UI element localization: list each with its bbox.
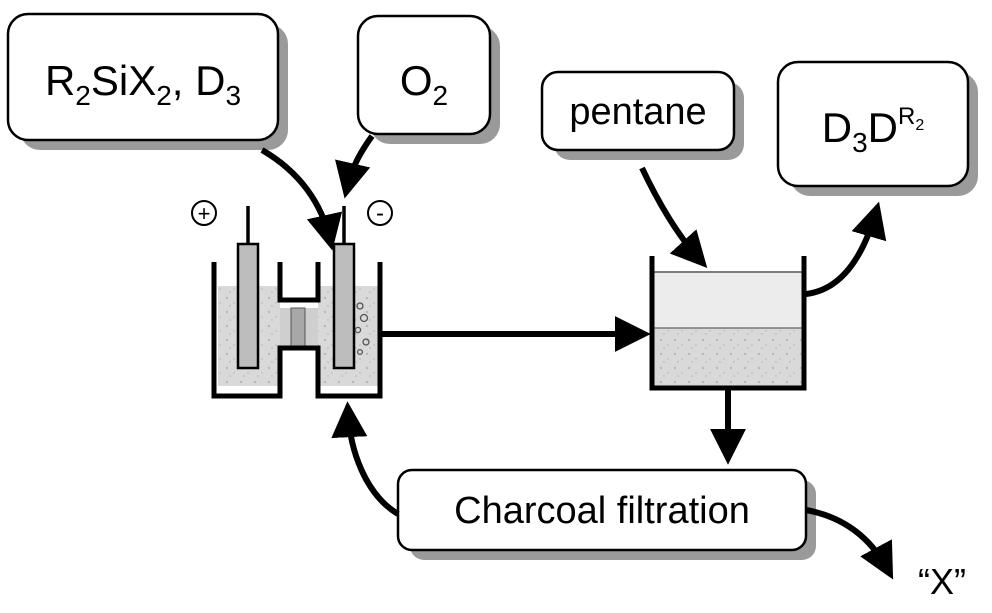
separator-vessel xyxy=(649,256,807,391)
arrow-oxygen-to-cell xyxy=(335,134,375,199)
electrochemical-cell: + - xyxy=(191,200,393,399)
waste-output-label: “X” xyxy=(918,561,966,602)
cell-outline xyxy=(211,262,383,399)
reagents-box: R2SiX2, D3 xyxy=(6,12,288,150)
product-label: D3DR2 xyxy=(822,103,925,158)
filtration-label: Charcoal filtration xyxy=(454,490,750,532)
oxygen-box: O2 xyxy=(356,14,500,144)
oxygen-label: O2 xyxy=(400,57,448,111)
cathode-symbol-circle xyxy=(367,200,393,226)
reagents-label: R2SiX2, D3 xyxy=(45,57,241,111)
cell-bridge-top xyxy=(277,262,321,303)
pentane-label: pentane xyxy=(569,91,706,133)
cathode-bubbles xyxy=(354,302,370,356)
flow-arrows xyxy=(260,134,894,580)
anode-symbol: + xyxy=(198,201,211,226)
arrow-vessel-to-product xyxy=(805,201,887,297)
product-box: D3DR2 xyxy=(776,60,978,196)
cathode-symbol: - xyxy=(376,200,384,227)
arrow-reagents-to-cell xyxy=(260,147,343,251)
pentane-box: pentane xyxy=(540,70,744,160)
cathode-electrode xyxy=(332,242,356,370)
anode-electrode xyxy=(236,242,260,370)
vessel-upper-layer xyxy=(652,272,804,328)
arrow-filtration-to-waste xyxy=(805,507,894,580)
anode-symbol-circle xyxy=(191,200,217,226)
cell-membrane xyxy=(290,307,306,349)
filtration-box: Charcoal filtration xyxy=(396,468,816,560)
vessel-lower-layer xyxy=(652,328,804,386)
arrow-pentane-to-vessel xyxy=(639,166,708,268)
arrow-filtration-to-cell xyxy=(331,401,400,517)
